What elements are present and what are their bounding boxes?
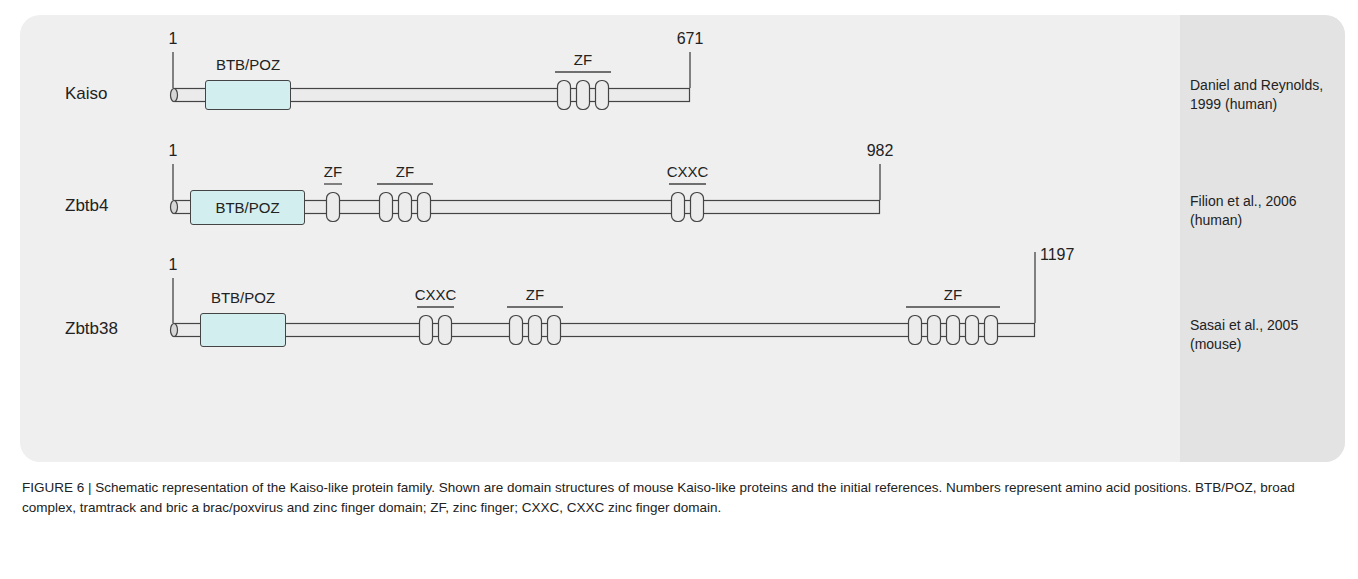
domain-label: CXXC <box>415 286 457 303</box>
figure-caption: FIGURE 6 | Schematic representation of t… <box>22 478 1336 519</box>
domain-label: CXXC <box>667 163 709 180</box>
zinc-finger <box>327 193 340 222</box>
zinc-finger-shapes <box>908 315 998 345</box>
domain-label: ZF <box>944 286 962 303</box>
zinc-finger <box>439 316 452 345</box>
zinc-finger-shapes <box>419 315 452 345</box>
zinc-finger <box>691 193 704 222</box>
domain-bracket <box>507 306 563 307</box>
position-number: 982 <box>867 142 894 160</box>
protein-bar: Zbtb38BTB/POZCXXCZFZF <box>170 323 1035 337</box>
protein-tube <box>170 323 1035 337</box>
zinc-finger-shapes <box>557 80 609 110</box>
zinc-finger-group: ZF <box>908 315 998 345</box>
domain-bracket <box>669 183 706 184</box>
domain-bracket <box>417 306 454 307</box>
domain-bracket <box>555 71 611 72</box>
zinc-finger <box>596 81 609 110</box>
zinc-finger <box>420 316 433 345</box>
position-number: 1 <box>169 256 178 274</box>
tube-body <box>174 324 1035 337</box>
zinc-finger-shapes <box>326 192 340 222</box>
domain-bracket <box>377 183 433 184</box>
panel-ground <box>20 15 1345 462</box>
protein-name: Zbtb4 <box>65 196 108 216</box>
zinc-finger <box>909 316 922 345</box>
position-number: 1 <box>169 142 178 160</box>
protein-bar: KaisoBTB/POZZF <box>170 88 690 102</box>
domain-label: ZF <box>324 163 342 180</box>
btb-poz-domain: BTB/POZ <box>200 313 286 347</box>
zinc-finger <box>380 193 393 222</box>
position-number: 1197 <box>1040 246 1074 264</box>
zinc-finger-shapes <box>509 315 561 345</box>
zinc-finger <box>399 193 412 222</box>
zinc-finger <box>548 316 561 345</box>
zinc-finger-group: CXXC <box>671 192 704 222</box>
zinc-finger-group: ZF <box>326 192 340 222</box>
tube-end <box>171 89 178 102</box>
tube-end <box>171 324 178 337</box>
domain-bracket <box>324 183 342 184</box>
protein-name: Zbtb38 <box>65 319 118 339</box>
tube-end <box>171 201 178 214</box>
position-ticks <box>173 52 1035 323</box>
zinc-finger <box>966 316 979 345</box>
btb-poz-domain: BTB/POZ <box>205 80 291 110</box>
zinc-finger <box>510 316 523 345</box>
zinc-finger <box>672 193 685 222</box>
zinc-finger-shapes <box>671 192 704 222</box>
zinc-finger-group: CXXC <box>419 315 452 345</box>
position-number: 1 <box>169 30 178 48</box>
position-number: 671 <box>677 30 704 48</box>
protein-name: Kaiso <box>65 84 108 104</box>
reference-text: Filion et al., 2006 (human) <box>1190 192 1338 230</box>
zinc-finger <box>577 81 590 110</box>
zinc-finger <box>529 316 542 345</box>
zinc-finger-shapes <box>379 192 431 222</box>
zinc-finger <box>985 316 998 345</box>
domain-label: BTB/POZ <box>211 289 275 306</box>
btb-poz-domain: BTB/POZ <box>190 190 305 225</box>
zinc-finger <box>947 316 960 345</box>
zinc-finger <box>928 316 941 345</box>
zinc-finger-group: ZF <box>379 192 431 222</box>
domain-label: BTB/POZ <box>216 56 280 73</box>
reference-text: Daniel and Reynolds, 1999 (human) <box>1190 76 1338 114</box>
domain-label: BTB/POZ <box>215 199 279 216</box>
zinc-finger <box>418 193 431 222</box>
reference-text: Sasai et al., 2005 (mouse) <box>1190 316 1338 354</box>
domain-label: ZF <box>526 286 544 303</box>
reference-band: Daniel and Reynolds, 1999 (human) Filion … <box>1180 15 1345 462</box>
protein-bar: Zbtb4BTB/POZZFZFCXXC <box>170 200 880 214</box>
zinc-finger-group: ZF <box>557 80 609 110</box>
domain-label: ZF <box>396 163 414 180</box>
zinc-finger-group: ZF <box>509 315 561 345</box>
zinc-finger <box>558 81 571 110</box>
domain-bracket <box>906 306 1000 307</box>
domain-label: ZF <box>574 51 592 68</box>
